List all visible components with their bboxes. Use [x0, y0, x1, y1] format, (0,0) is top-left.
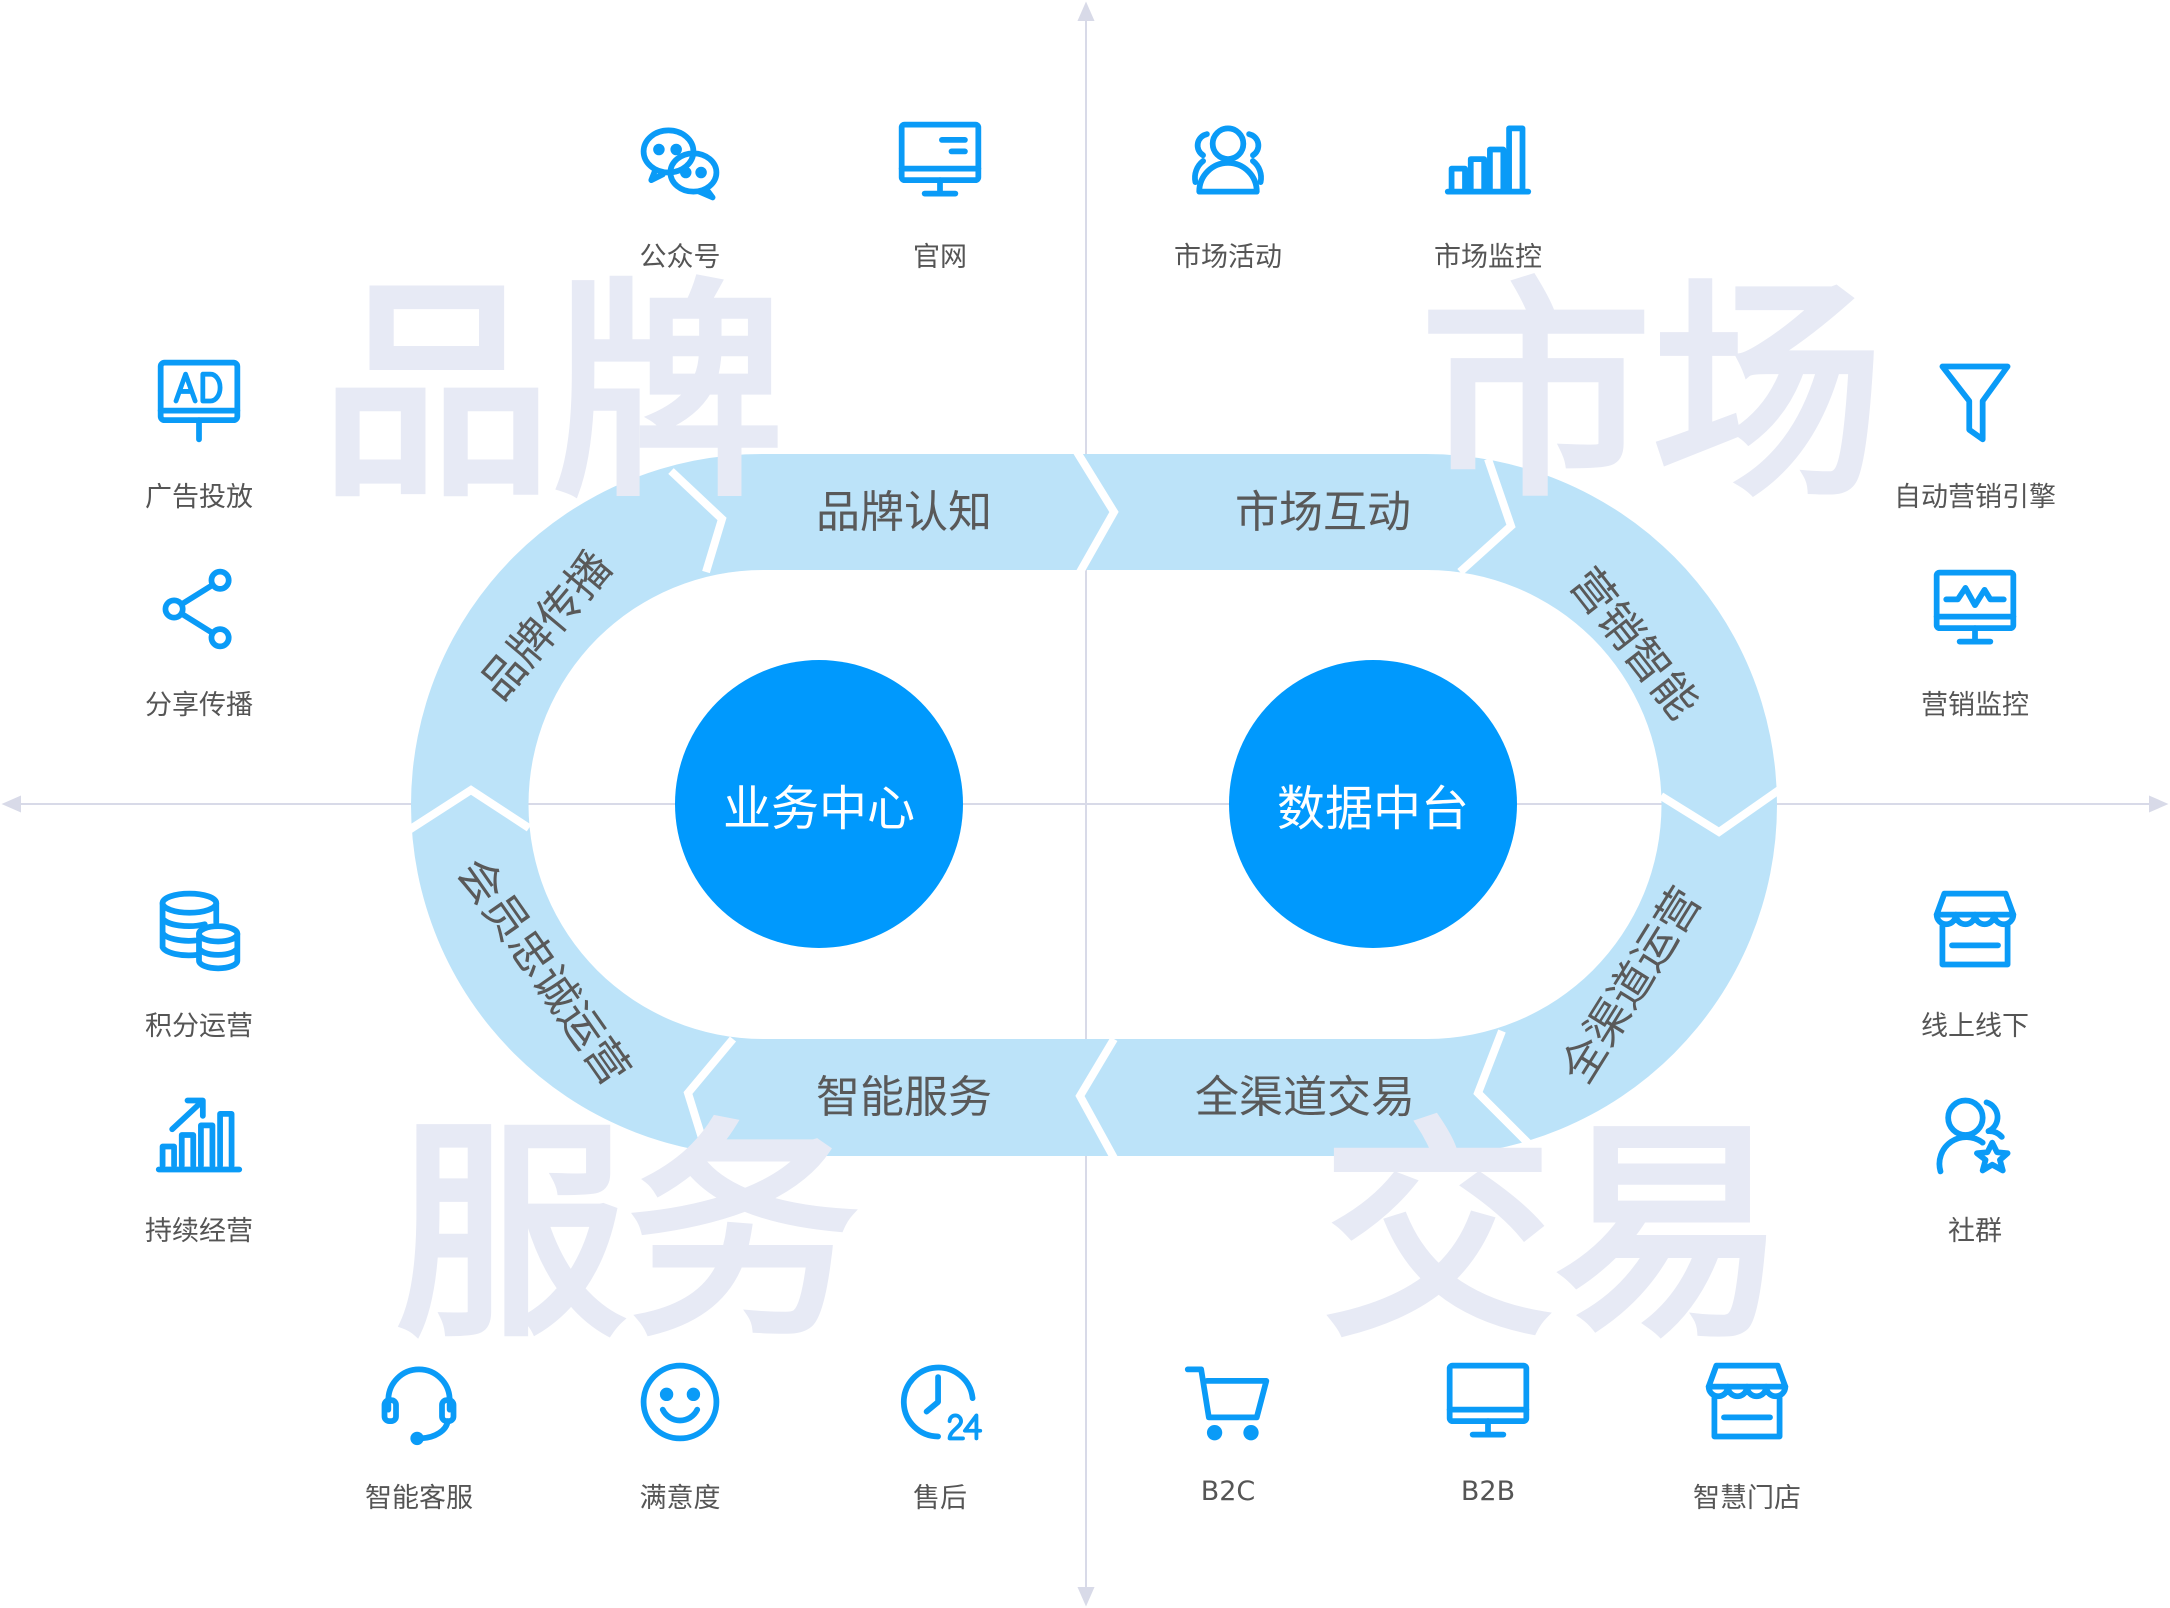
channel-item-cart: B2C: [1128, 1356, 1328, 1507]
segment-brand-awareness: 品牌认知: [816, 487, 992, 538]
axis-arrow-up: [1077, 1, 1095, 21]
channel-item-label: 积分运营: [145, 1011, 253, 1042]
hub-data-platform: 数据中台: [1229, 660, 1517, 948]
users-icon: [1192, 125, 1264, 195]
smile-icon: [640, 1362, 720, 1442]
monitor-pulse-icon: [1933, 569, 2017, 645]
channel-item-label: 公众号: [639, 242, 721, 273]
watermark-trade: 交易: [1322, 1099, 1787, 1369]
segment-market-interaction: 市场互动: [1235, 487, 1411, 538]
channel-item-headset: 智能客服: [319, 1356, 519, 1515]
watermark-brand: 品牌: [320, 259, 785, 529]
channel-item-share: 分享传播: [99, 563, 299, 722]
channel-item-smile: 满意度: [580, 1356, 780, 1515]
channel-item-label: 智慧门店: [1693, 1483, 1801, 1514]
channel-item-label: B2B: [1460, 1476, 1516, 1507]
ad-board-icon: [157, 359, 241, 443]
growth-chart-icon: [155, 1097, 243, 1173]
channel-item-label: 分享传播: [145, 690, 253, 721]
channel-item-users: 市场活动: [1128, 115, 1328, 274]
channel-item-ad-board: 广告投放: [99, 355, 299, 514]
channel-item-label: 自动营销引擎: [1894, 482, 2056, 513]
cart-icon: [1184, 1366, 1270, 1441]
channel-item-label: B2C: [1200, 1476, 1256, 1507]
bar-chart-icon: [1444, 125, 1532, 195]
channel-item-monitor-pulse: 营销监控: [1875, 563, 2075, 722]
channel-item-monitor: 官网: [840, 115, 1040, 274]
desktop-icon: [1446, 1362, 1530, 1438]
channel-item-bar-chart: 市场监控: [1388, 115, 1588, 274]
community-icon: [1936, 1097, 2011, 1175]
monitor-icon: [898, 121, 982, 197]
channel-item-label: 智能客服: [365, 1483, 473, 1514]
channel-item-coins: 积分运营: [99, 884, 299, 1043]
store-icon: [1933, 890, 2017, 968]
channel-item-label: 售后: [913, 1483, 967, 1514]
axis-arrow-down: [1077, 1587, 1095, 1607]
wechat-icon: [640, 127, 720, 201]
channel-item-label: 市场活动: [1174, 242, 1282, 273]
funnel-icon: [1939, 363, 2011, 443]
channel-item-store: 智慧门店: [1647, 1356, 1847, 1515]
channel-item-label: 线上线下: [1921, 1011, 2029, 1042]
channel-item-label: 社群: [1948, 1216, 2002, 1247]
channel-item-clock-24: 售后: [840, 1356, 1040, 1515]
channel-item-label: 广告投放: [145, 482, 253, 513]
headset-icon: [381, 1366, 457, 1446]
watermark-market: 市场: [1420, 259, 1885, 529]
channel-item-label: 持续经营: [145, 1216, 253, 1247]
channel-item-wechat: 公众号: [580, 115, 780, 274]
axis-arrow-left: [1, 795, 21, 813]
channel-item-community: 社群: [1875, 1089, 2075, 1248]
store-icon: [1705, 1362, 1789, 1440]
segment-omnichannel-trade: 全渠道交易: [1195, 1072, 1415, 1123]
channel-item-label: 市场监控: [1434, 242, 1542, 273]
watermark-service: 服务: [395, 1099, 860, 1369]
channel-item-label: 官网: [913, 242, 967, 273]
segment-dividers: [406, 449, 1782, 1160]
axis-arrow-right: [2149, 795, 2169, 813]
channel-item-growth-chart: 持续经营: [99, 1089, 299, 1248]
share-icon: [162, 568, 232, 650]
coins-icon: [159, 890, 241, 972]
clock-24-icon: [900, 1364, 983, 1441]
channel-item-label: 营销监控: [1921, 690, 2029, 721]
channel-item-desktop: B2B: [1388, 1356, 1588, 1507]
channel-item-label: 满意度: [639, 1483, 721, 1514]
channel-item-store: 线上线下: [1875, 884, 2075, 1043]
hub-business-center: 业务中心: [675, 660, 963, 948]
segment-smart-service: 智能服务: [816, 1072, 992, 1123]
channel-item-funnel: 自动营销引擎: [1875, 355, 2075, 514]
